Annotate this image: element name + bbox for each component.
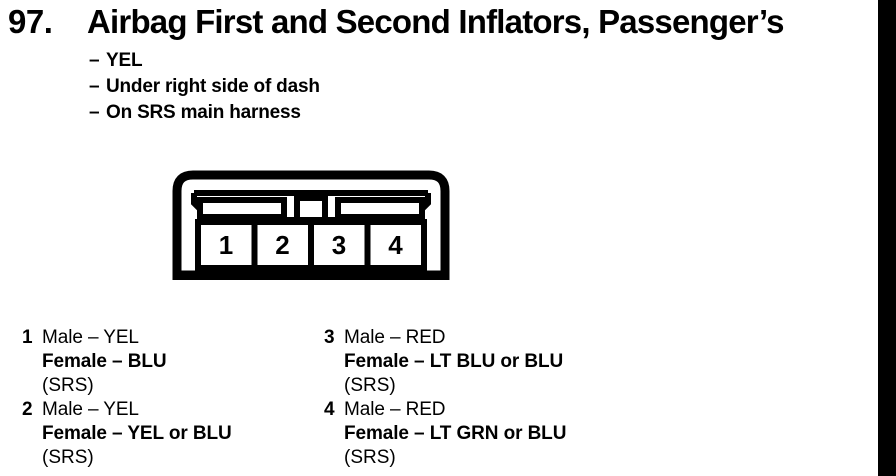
pin-male-wire: Male – YEL <box>42 327 139 348</box>
list-item: –On SRS main harness <box>89 100 320 126</box>
pin-number: 4 <box>324 399 335 420</box>
pin-detail-lines: Male – RED Female – LT GRN or BLU (SRS) <box>344 398 566 470</box>
pin-system-note: (SRS) <box>42 375 94 396</box>
pin-system-note: (SRS) <box>344 375 396 396</box>
pin-female-wire: Female – LT BLU or BLU <box>344 351 564 372</box>
pin-number: 3 <box>324 327 335 348</box>
connector-attributes-list: –YEL –Under right side of dash –On SRS m… <box>89 48 320 126</box>
pin-number: 1 <box>22 327 33 348</box>
pin-label-3: 3 <box>332 230 346 260</box>
connector-diagram: 1 2 3 4 <box>172 170 450 280</box>
left-keyway-slot <box>197 197 287 220</box>
pin-male-wire: Male – RED <box>344 399 446 420</box>
pin-female-wire: Female – BLU <box>42 351 167 372</box>
list-item-label: Under right side of dash <box>106 76 320 97</box>
right-keyway-slot <box>335 197 425 220</box>
pin-female-wire: Female – LT GRN or BLU <box>344 423 567 444</box>
section-number: 97. <box>8 3 53 40</box>
pin-label-4: 4 <box>388 230 403 260</box>
pin-female-wire: Female – YEL or BLU <box>42 423 232 444</box>
list-item-label: YEL <box>106 50 143 71</box>
list-item-label: On SRS main harness <box>106 102 301 123</box>
dash-bullet-icon: – <box>89 76 100 97</box>
center-latch-square <box>294 195 328 223</box>
pin-system-note: (SRS) <box>42 447 94 468</box>
pin-label-2: 2 <box>275 230 289 260</box>
list-item: –Under right side of dash <box>89 74 320 100</box>
pin-legend: 1 Male – YEL Female – BLU (SRS) 2 Male –… <box>0 326 880 476</box>
pin-cell-row: 1 2 3 4 <box>195 219 427 271</box>
pin-system-note: (SRS) <box>344 447 396 468</box>
pin-male-wire: Male – YEL <box>42 399 139 420</box>
pin-number: 2 <box>22 399 33 420</box>
dash-bullet-icon: – <box>89 50 100 71</box>
pin-detail-lines: Male – RED Female – LT BLU or BLU (SRS) <box>344 326 563 398</box>
pin-detail-lines: Male – YEL Female – BLU (SRS) <box>42 326 167 398</box>
list-item: –YEL <box>89 48 320 74</box>
scan-edge-artifact <box>878 0 896 476</box>
connector-face-drawing: 1 2 3 4 <box>172 170 450 280</box>
page-header: 97. Airbag First and Second Inflators, P… <box>0 0 880 46</box>
page-title: Airbag First and Second Inflators, Passe… <box>87 3 785 40</box>
dash-bullet-icon: – <box>89 102 100 123</box>
pin-label-1: 1 <box>219 230 233 260</box>
pin-male-wire: Male – RED <box>344 327 446 348</box>
pin-detail-lines: Male – YEL Female – YEL or BLU (SRS) <box>42 398 232 470</box>
